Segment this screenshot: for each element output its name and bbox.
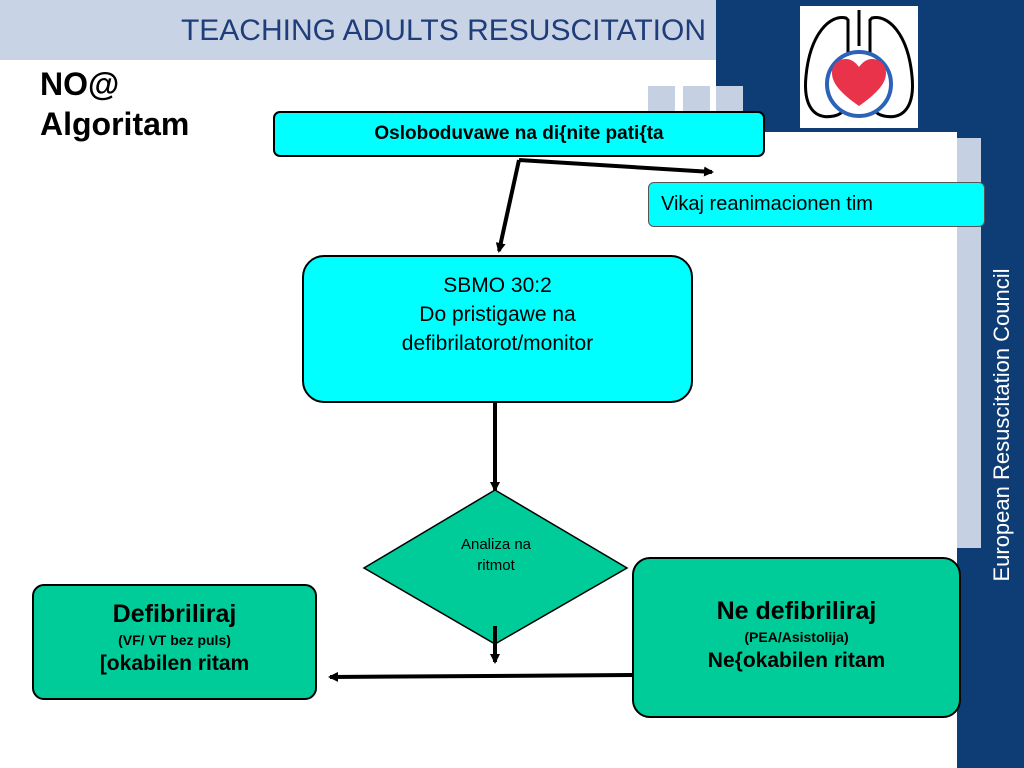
- header-title: TEACHING ADULTS RESUSCITATION: [180, 14, 706, 47]
- slide-title-line2: Algoritam: [40, 106, 190, 142]
- rhythm-text: Analiza na ritmot: [434, 534, 558, 576]
- nonshockable-desc: Ne{okabilen ritam: [707, 649, 886, 672]
- slide-title-line1: NO@: [40, 66, 120, 102]
- rhythm-line2: ritmot: [477, 557, 515, 574]
- arrow-to-shockable: [328, 671, 633, 682]
- cpr-box: SBMO 30:2 Do pristigawe na defibrilatoro…: [302, 255, 693, 403]
- slide-title: NO@ Algoritam: [40, 64, 189, 144]
- arrow-assess-to-call: [518, 158, 714, 177]
- cpr-line1: SBMO 30:2: [443, 274, 552, 297]
- header-band: [0, 0, 716, 60]
- decor-square: [683, 86, 710, 111]
- decor-square: [648, 86, 675, 111]
- shockable-desc: [okabilen ritam: [99, 652, 250, 675]
- nonshockable-sub: (PEA/Asistolija): [744, 629, 849, 645]
- arrow-assess-to-cpr: [495, 159, 521, 253]
- assess-box: Osloboduvawe na di{nite pati{ta: [273, 111, 765, 157]
- nonshockable-title: Ne defibriliraj: [716, 597, 877, 625]
- cpr-line3: defibrilatorot/monitor: [401, 332, 594, 355]
- decor-square: [716, 86, 743, 111]
- shockable-title: Defibriliraj: [112, 600, 237, 628]
- cpr-line2: Do pristigawe na: [419, 303, 576, 326]
- rhythm-line1: Analiza na: [460, 536, 532, 553]
- shockable-box: Defibriliraj (VF/ VT bez puls) [okabilen…: [32, 584, 317, 700]
- nonshockable-box: Ne defibriliraj (PEA/Asistolija) Ne{okab…: [632, 557, 961, 718]
- call-team-box: Vikaj reanimacionen tim: [648, 182, 985, 227]
- shockable-sub: (VF/ VT bez puls): [118, 632, 231, 648]
- heart-lungs-logo-icon: [800, 6, 918, 128]
